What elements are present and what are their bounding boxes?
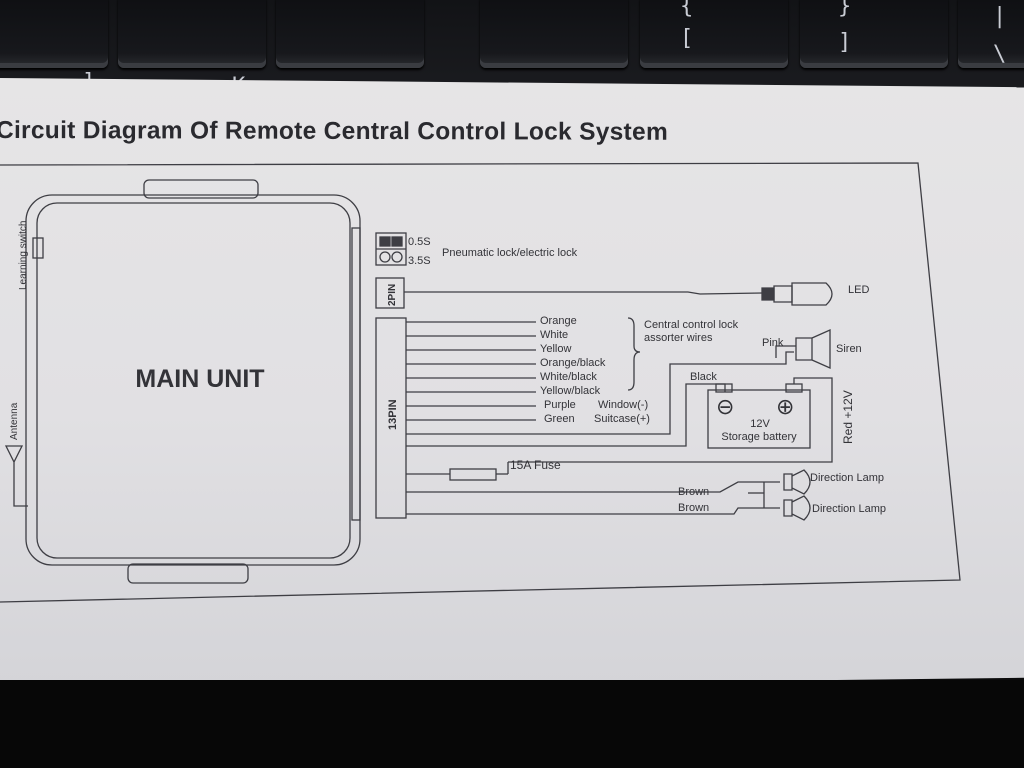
direction-lamp-label: Direction Lamp <box>812 503 886 515</box>
battery-minus: ⊖ <box>716 394 734 419</box>
battery-label: Storage battery <box>721 431 797 443</box>
key-glyph: { <box>680 0 694 19</box>
red-12v-label: Red +12V <box>841 390 855 444</box>
connector-2pin <box>375 277 405 309</box>
siren-label: Siren <box>836 343 862 355</box>
direction-lamp-label: Direction Lamp <box>810 472 884 484</box>
antenna-label: Antenna <box>9 402 20 440</box>
central-lock-note-line2: assorter wires <box>644 332 713 344</box>
side-connector <box>351 227 361 521</box>
bottom-shadow <box>0 680 1024 768</box>
key-glyph: [ <box>680 26 694 51</box>
main-unit-inner <box>36 202 351 559</box>
led-symbol <box>761 287 775 301</box>
suitcase-label: Suitcase(+) <box>594 413 650 425</box>
key-glyph: ] <box>838 30 852 55</box>
connector-13pin-label: 13PIN <box>387 399 399 430</box>
learning-switch-label: Learning switch <box>18 221 29 290</box>
battery-voltage: 12V <box>750 418 770 430</box>
siren-symbol <box>795 328 831 370</box>
direction-lamp-symbol <box>783 469 811 495</box>
main-unit-label: MAIN UNIT <box>135 365 264 393</box>
keyboard-background: ] K { [ } ] | \ <box>0 0 1024 110</box>
wire-label: Green <box>544 413 575 425</box>
learning-switch-nub <box>32 237 44 259</box>
key-glyph: } <box>838 0 852 19</box>
pink-label: Pink <box>762 337 784 349</box>
connector-13pin <box>375 317 407 519</box>
jumper-option-1: 0.5S <box>408 236 431 248</box>
wire-label: Purple <box>544 399 576 411</box>
main-unit-tab-top <box>143 179 259 199</box>
fuse-symbol <box>449 468 497 481</box>
direction-lamp-symbol <box>783 495 811 521</box>
main-unit-tab-bottom <box>127 563 249 584</box>
battery-plus: ⊕ <box>776 394 794 419</box>
fuse-label: 15A Fuse <box>510 458 561 472</box>
key-glyph: | <box>993 4 1007 29</box>
black-label: Black <box>690 371 717 383</box>
wire-brace <box>627 317 641 391</box>
brown-wire-label: Brown <box>678 486 709 498</box>
brown-wire-label: Brown <box>678 502 709 514</box>
wire-label: Orange <box>540 315 577 327</box>
jumper-lock-label: Pneumatic lock/electric lock <box>442 247 578 259</box>
storage-battery <box>707 389 811 449</box>
wire-label: Yellow/black <box>540 385 601 397</box>
led-label: LED <box>848 284 869 296</box>
wire-label: White <box>540 329 568 341</box>
diagram-frame <box>0 162 961 603</box>
wire-label: White/black <box>540 371 597 383</box>
wire-label: Yellow <box>540 343 571 355</box>
connector-2pin-label: 2PIN <box>387 284 398 306</box>
jumper-option-2: 3.5S <box>408 255 431 267</box>
key-glyph: \ <box>993 42 1007 67</box>
antenna-symbol <box>4 445 28 507</box>
wire-label: Orange/black <box>540 357 606 369</box>
window-label: Window(-) <box>598 399 648 411</box>
central-lock-note-line1: Central control lock <box>644 319 739 331</box>
